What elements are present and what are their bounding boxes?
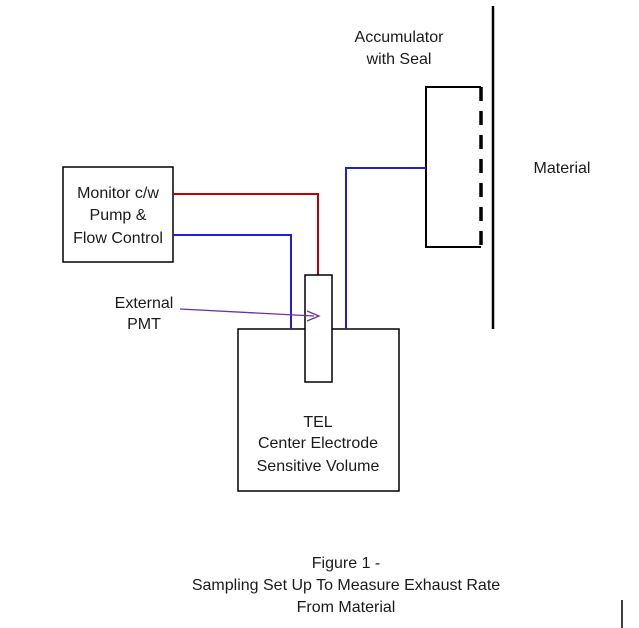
tel-label-line: TEL (303, 414, 332, 431)
pmt-label-line: PMT (127, 316, 161, 333)
blue-tube-accumulator (345, 167, 426, 329)
pmt-pointer-arrowhead (306, 310, 321, 322)
monitor-label-line: Pump & (90, 207, 147, 224)
caption-line: Sampling Set Up To Measure Exhaust Rate (192, 577, 500, 594)
accumulator-label-line: with Seal (366, 51, 432, 68)
blue-tube-monitor (173, 234, 292, 329)
caption-line: Figure 1 - (312, 555, 380, 572)
figure-caption: Figure 1 - Sampling Set Up To Measure Ex… (192, 555, 500, 616)
material-label: Material (534, 160, 591, 177)
monitor-label: Monitor c/w Pump & Flow Control (73, 185, 163, 247)
accumulator-label-line: Accumulator (355, 29, 445, 46)
pmt-label-line: External (115, 295, 174, 312)
tel-label-line: Center Electrode (258, 435, 378, 452)
monitor-label-line: Flow Control (73, 230, 163, 247)
monitor-box (62, 166, 174, 263)
monitor-label-line: Monitor c/w (77, 185, 159, 202)
center-electrode (304, 274, 333, 383)
tel-label-line: Sensitive Volume (257, 458, 380, 475)
accumulator-box (425, 86, 481, 248)
accumulator-label: Accumulator with Seal (355, 29, 445, 68)
tel-label: TEL Center Electrode Sensitive Volume (257, 414, 380, 475)
red-tube (173, 193, 319, 275)
caption-line: From Material (297, 599, 396, 616)
pmt-pointer-arrow (179, 308, 315, 317)
pmt-label: External PMT (115, 295, 174, 333)
